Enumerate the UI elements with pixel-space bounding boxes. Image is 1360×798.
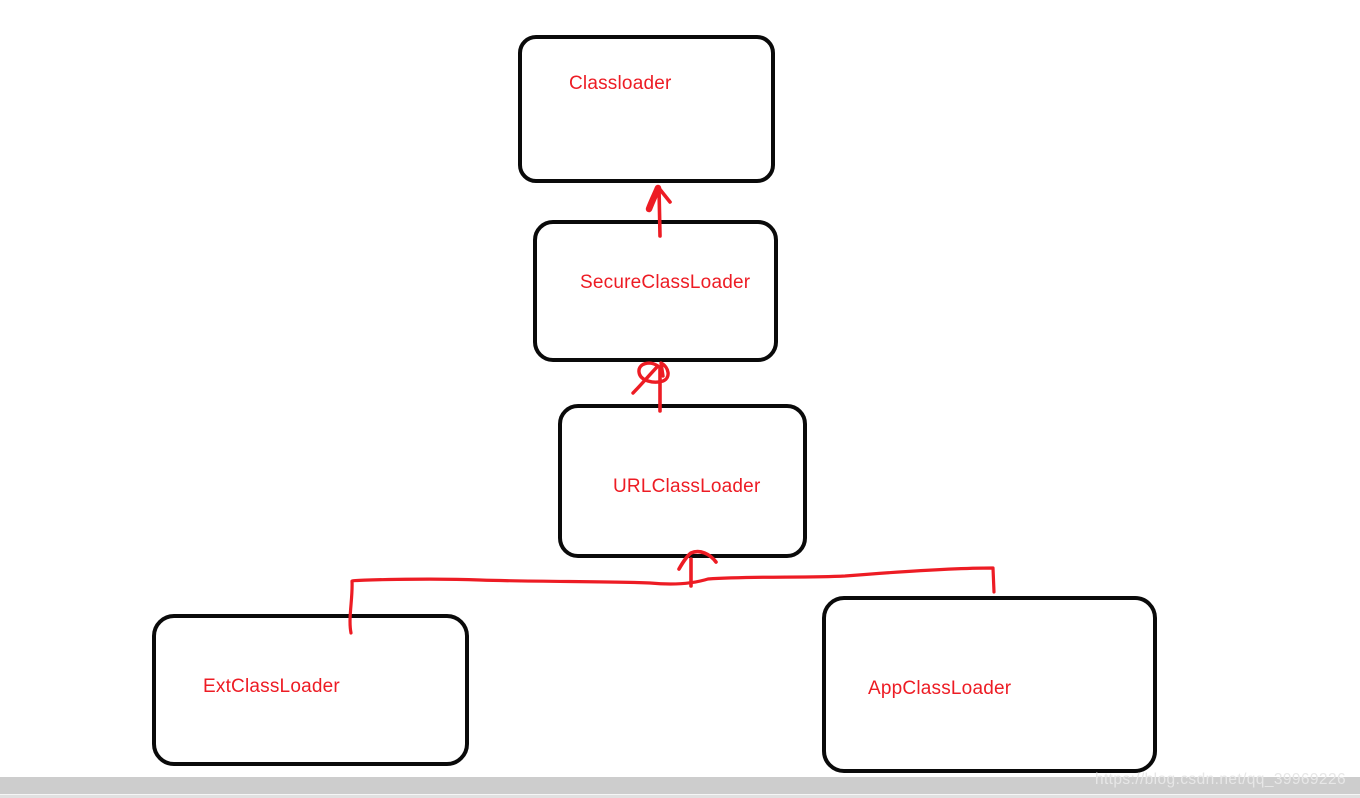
scrollbar-divider xyxy=(0,794,1360,795)
node-appclassloader-label: AppClassLoader xyxy=(868,678,1012,699)
node-secureclassloader: SecureClassLoader xyxy=(533,220,778,362)
node-classloader: Classloader xyxy=(518,35,775,183)
horizontal-scrollbar[interactable] xyxy=(0,777,1360,794)
node-urlclassloader-label: URLClassLoader xyxy=(613,476,761,497)
node-secureclassloader-label: SecureClassLoader xyxy=(580,272,751,293)
node-extclassloader-label: ExtClassLoader xyxy=(203,676,340,697)
csdn-watermark: https://blog.csdn.net/qq_39969226 xyxy=(1094,771,1346,788)
node-urlclassloader: URLClassLoader xyxy=(558,404,807,558)
window-bottom-edge xyxy=(0,795,1360,798)
node-extclassloader: ExtClassLoader xyxy=(152,614,469,766)
node-appclassloader: AppClassLoader xyxy=(822,596,1157,773)
node-classloader-label: Classloader xyxy=(569,73,672,94)
